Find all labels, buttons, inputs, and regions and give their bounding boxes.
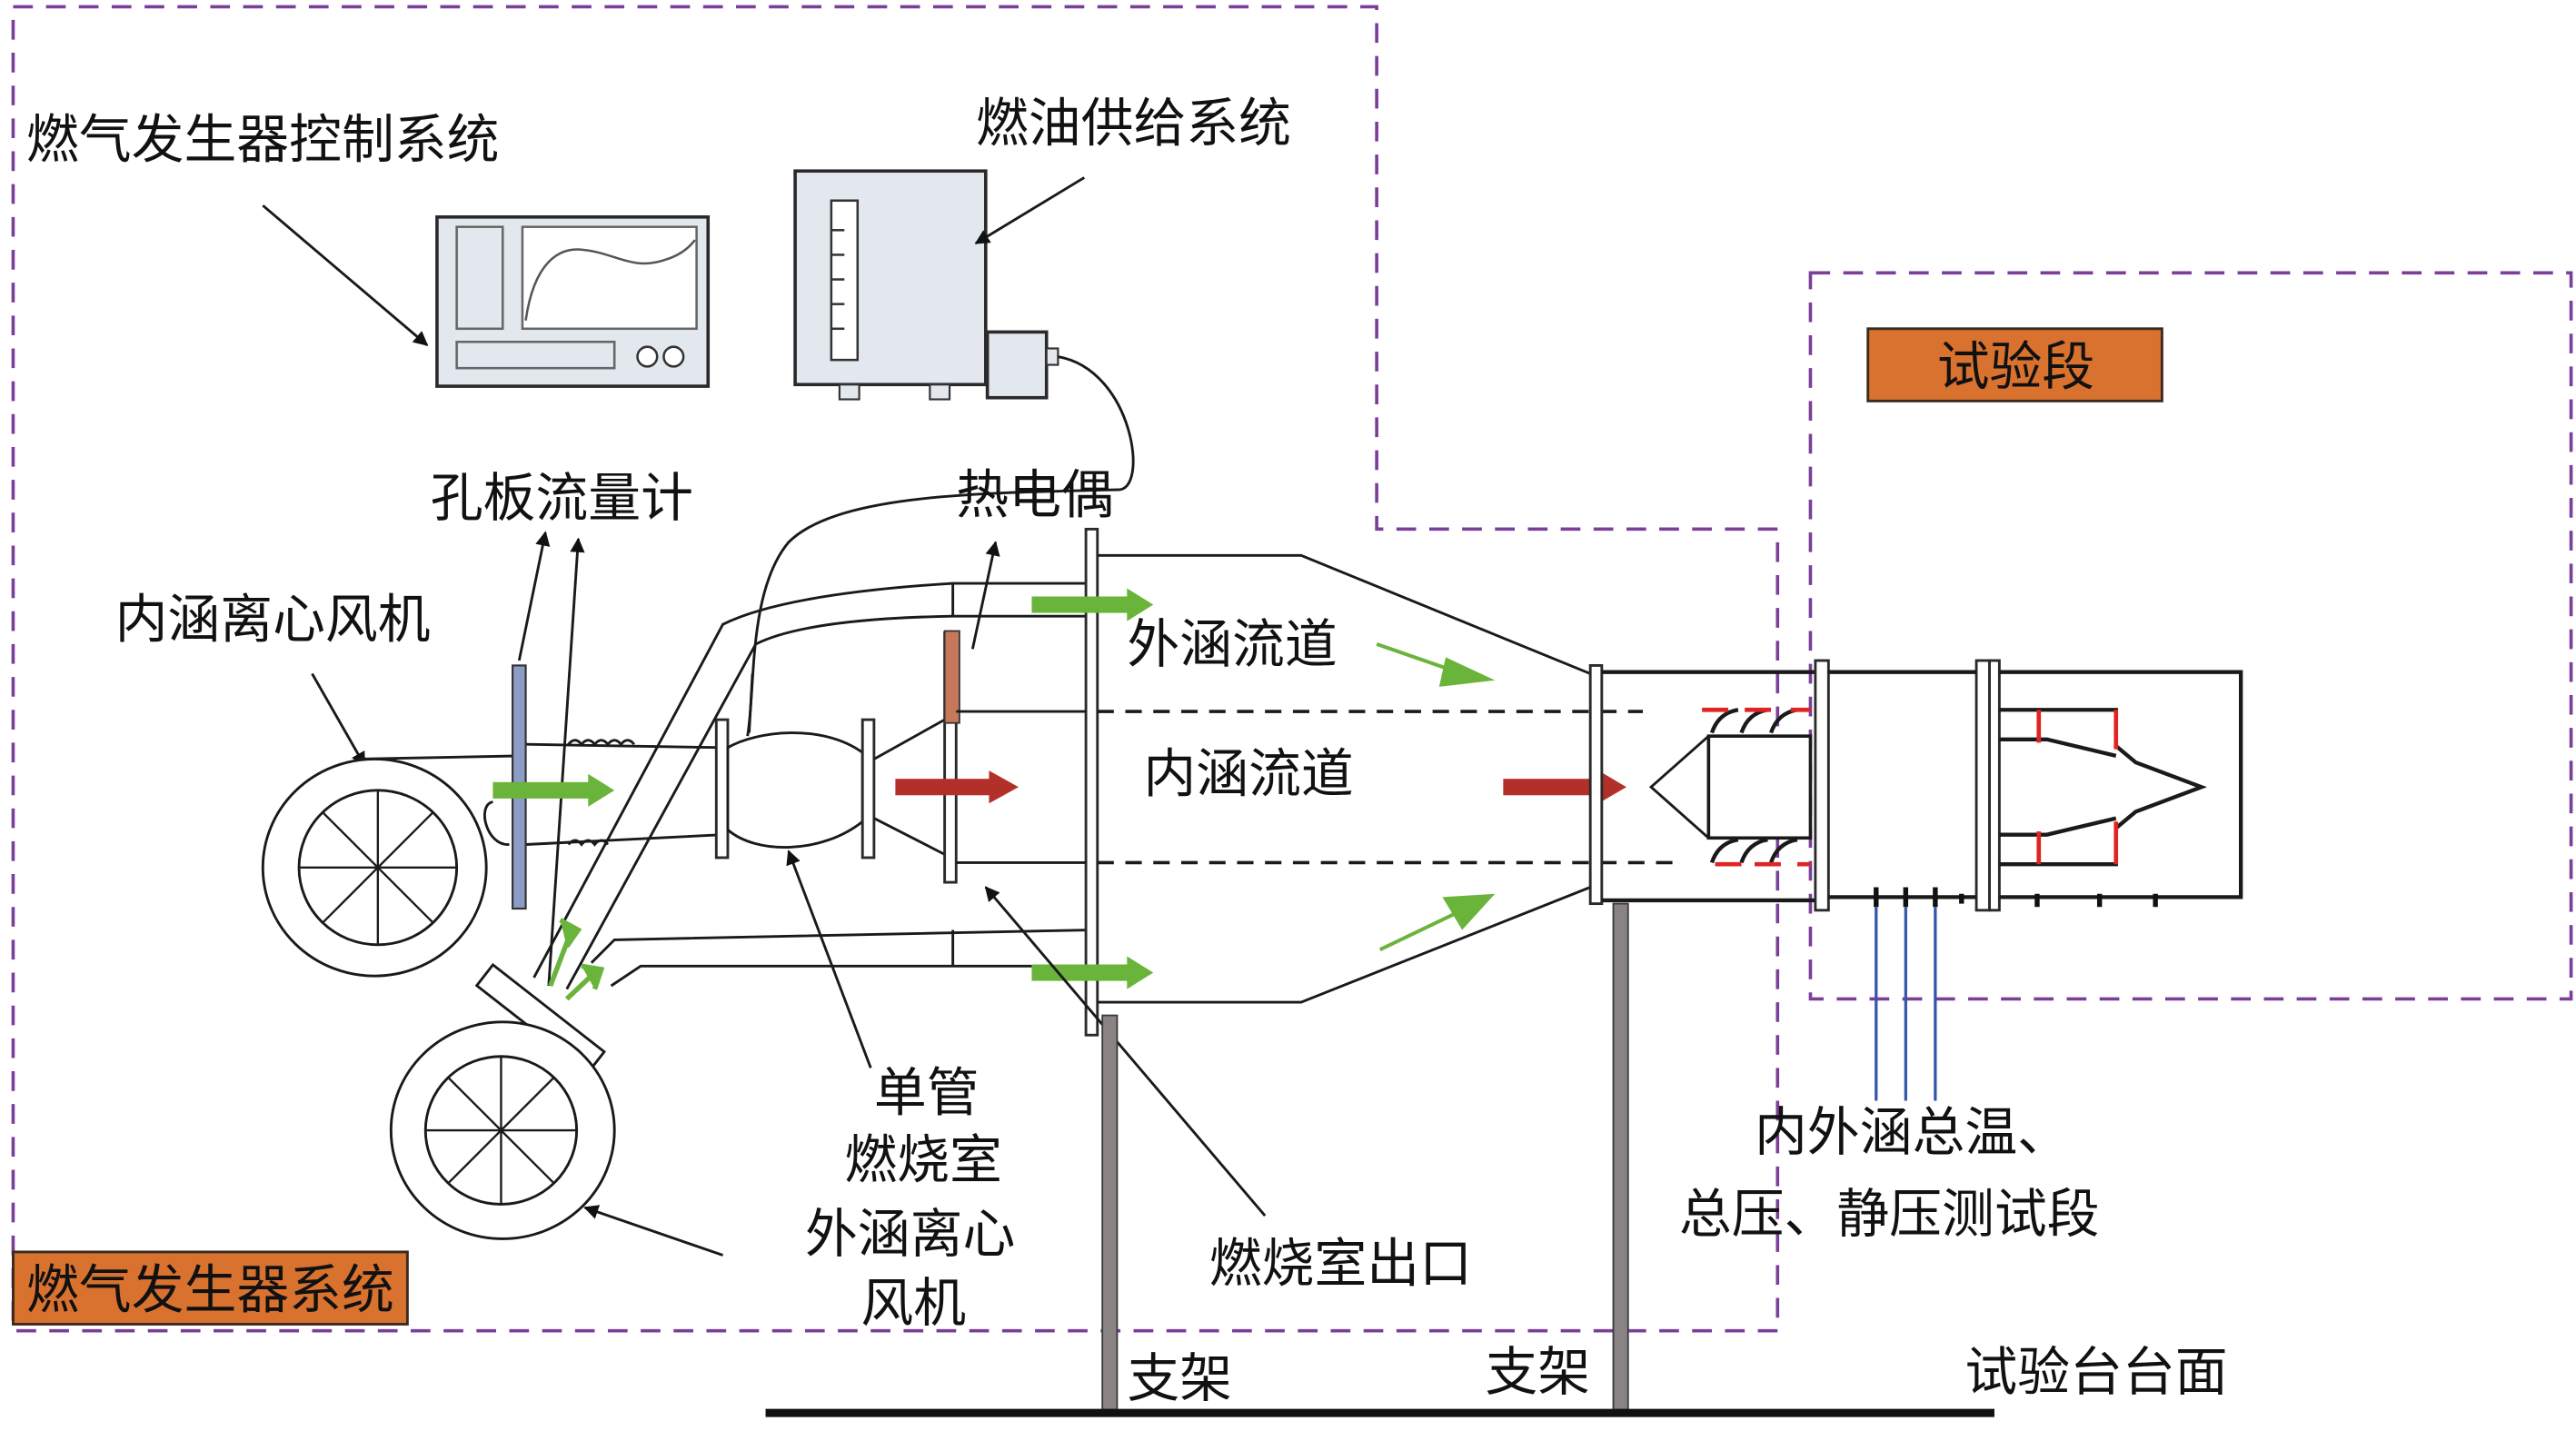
bypass-inlet-arrow-1 (548, 918, 582, 987)
support-leg-right (1612, 902, 1629, 1411)
core-fan-label: 内涵离心风机 (115, 589, 431, 651)
orifice-pointer-2 (547, 537, 585, 987)
fuel-supply-device-icon (793, 169, 1059, 401)
bypass-fan-label-line1: 外涵离心 (805, 1203, 1015, 1265)
orifice-flowmeter-label: 孔板流量计 (431, 467, 693, 529)
combustor-label-line1: 单管 (874, 1061, 980, 1123)
bypass-inlet-arrow-2 (564, 963, 605, 1001)
combustor-outlet-label: 燃烧室出口 (1209, 1232, 1472, 1294)
combustor-outlet-pointer (984, 886, 1267, 1217)
bypass-flow-arrow-upper (1031, 588, 1154, 621)
measurement-probes (1874, 887, 2158, 1101)
outlet-flange (1588, 663, 1604, 906)
control-system-pointer (262, 204, 429, 346)
mixing-chamber-outline (1097, 553, 1591, 1004)
support-leg-left (1101, 1014, 1119, 1411)
bypass-centrifugal-fan-icon (389, 962, 616, 1240)
orifice-pointer-1 (517, 531, 551, 661)
main-flange (1084, 527, 1099, 1037)
combustor-label-line2: 燃烧室 (844, 1129, 1002, 1191)
core-flow-arrow-2 (1503, 770, 1626, 804)
test-section-text: 试验段 (1937, 335, 2095, 397)
gas-generator-system-label: 燃气发生器系统 (12, 1250, 409, 1326)
control-system-device-icon (435, 215, 711, 388)
fuel-supply-label: 燃油供给系统 (976, 93, 1291, 154)
support-right-label: 支架 (1485, 1341, 1590, 1403)
core-fan-pointer (311, 672, 366, 768)
thermocouple-pointer (970, 541, 1000, 650)
bypass-converge-arrow-lower (1378, 909, 1464, 952)
test-section-label: 试验段 (1866, 327, 2163, 402)
combustor-pointer (786, 850, 872, 1068)
test-section-flange-1 (1814, 659, 1830, 912)
bypass-fan-label-line2: 风机 (860, 1272, 966, 1334)
core-flow-arrow-1 (895, 770, 1019, 804)
gas-generator-boundary (11, 5, 1780, 1333)
nozzle-model-icon (1999, 708, 2207, 867)
fuel-supply-pointer (974, 176, 1086, 245)
bypass-duct-label: 外涵流道 (1127, 613, 1337, 675)
single-tube-combustor-icon (714, 630, 960, 884)
control-system-label: 燃气发生器控制系统 (26, 109, 500, 171)
core-inlet-flow-arrow (492, 773, 615, 807)
measurement-section-label-line2: 总压、静压测试段 (1679, 1183, 2100, 1245)
core-duct-label: 内涵流道 (1143, 743, 1353, 805)
bypass-lower-pipe (590, 929, 1091, 988)
gas-generator-system-text: 燃气发生器系统 (26, 1258, 394, 1320)
lobe-mixer-icon (1648, 707, 1813, 867)
test-section-flange-2 (1974, 659, 1991, 912)
test-bench-label: 试验台台面 (1964, 1341, 2227, 1403)
test-duct-outline (1999, 670, 2243, 899)
fuel-line (746, 355, 1135, 737)
measurement-section-label-line1: 内外涵总温、 (1755, 1101, 2070, 1163)
thermocouple-probe (943, 630, 960, 724)
bypass-fan-pointer (583, 1205, 724, 1257)
support-left-label: 支架 (1127, 1347, 1232, 1409)
test-section-boundary (1808, 271, 2573, 1001)
core-inlet-duct (525, 739, 723, 847)
thermocouple-label: 热电偶 (956, 463, 1114, 525)
bypass-upper-pipe (532, 581, 1091, 990)
core-centrifugal-fan-icon (261, 754, 522, 978)
